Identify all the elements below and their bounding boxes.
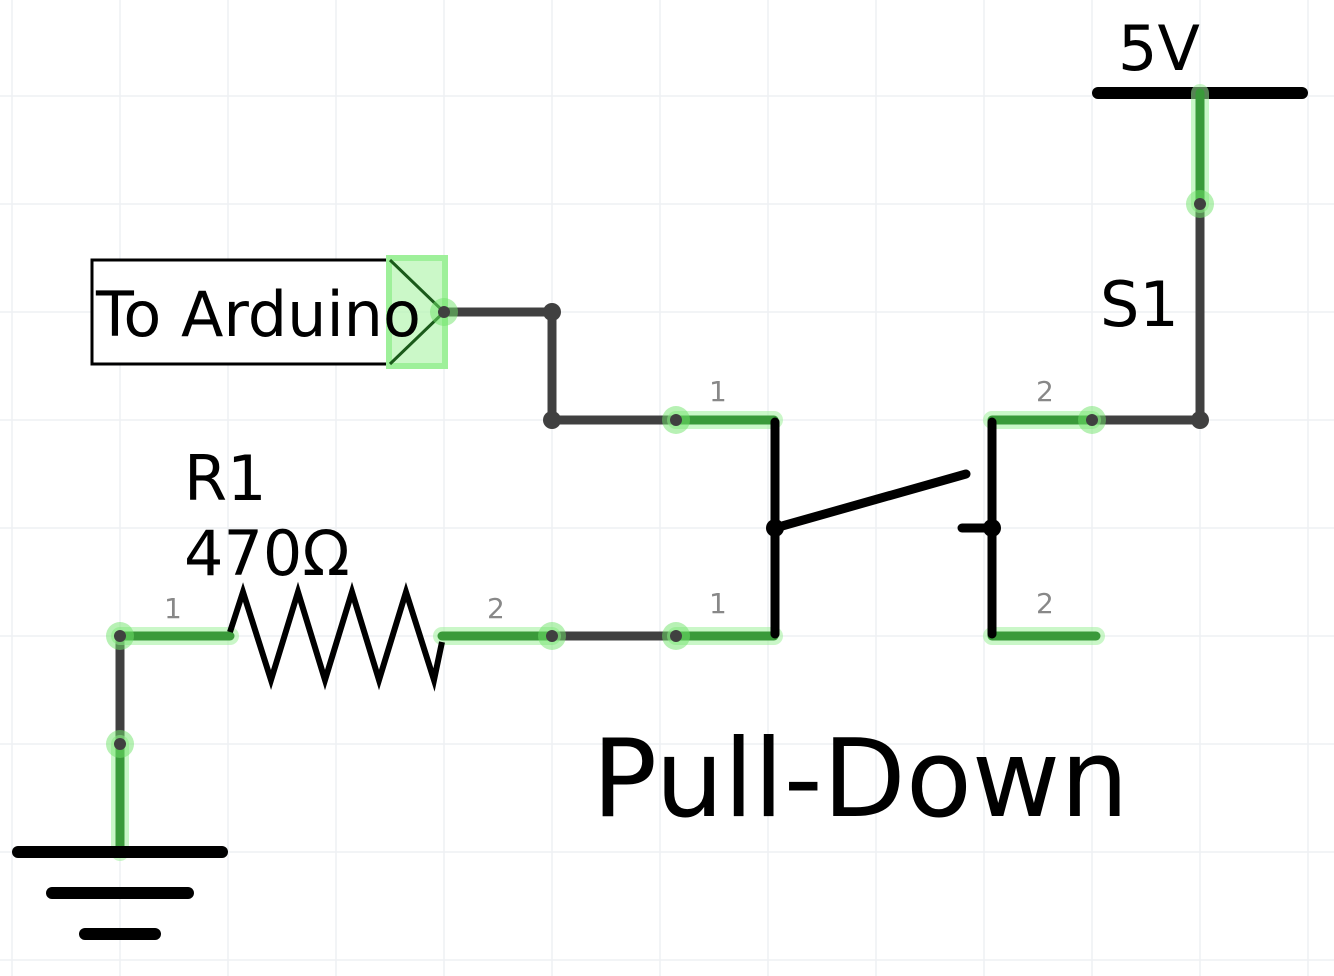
pin-endpoint-dot xyxy=(670,630,682,642)
switch-s1[interactable]: 1 1 2 2 S1 xyxy=(667,268,1179,645)
pin-endpoint-dot xyxy=(1194,198,1206,210)
junction-node[interactable] xyxy=(1191,411,1209,429)
net-label-text: To Arduino xyxy=(95,278,421,351)
net-label-outline xyxy=(90,258,390,366)
net-label-to-arduino[interactable]: To Arduino xyxy=(90,255,448,369)
junction-node[interactable] xyxy=(543,411,561,429)
switch-pin-number: 2 xyxy=(1036,587,1054,620)
resistor-zigzag xyxy=(227,581,445,692)
switch-pin-number: 1 xyxy=(709,375,727,408)
pin-endpoint-dot xyxy=(114,630,126,642)
nodes xyxy=(106,190,1214,758)
pin-endpoint-dot xyxy=(546,630,558,642)
switch-lever xyxy=(770,469,971,533)
resistor-r1[interactable]: 1 2 R1 470Ω xyxy=(111,442,561,692)
ground-symbol[interactable] xyxy=(12,735,228,940)
switch-pivot xyxy=(766,519,784,537)
switch-contact-dot xyxy=(983,519,1001,537)
pin-endpoint-dot xyxy=(1086,414,1098,426)
resistor-pin-number: 1 xyxy=(164,592,182,625)
wire-arduino-to-switch[interactable] xyxy=(439,307,681,425)
switch-ref: S1 xyxy=(1100,268,1179,341)
pin-endpoint-dot xyxy=(114,738,126,750)
diagram-title: Pull-Down xyxy=(592,717,1129,842)
resistor-value: 470Ω xyxy=(184,517,350,590)
power-5v-symbol[interactable]: 5V xyxy=(1092,12,1308,213)
switch-pin-number: 1 xyxy=(709,587,727,620)
pin-endpoint-dot xyxy=(670,414,682,426)
resistor-pin-number: 2 xyxy=(487,592,505,625)
junction-node[interactable] xyxy=(543,303,561,321)
switch-pin-number: 2 xyxy=(1036,375,1054,408)
pin-endpoint-dot xyxy=(438,306,450,318)
resistor-ref: R1 xyxy=(184,442,267,515)
power-label: 5V xyxy=(1118,12,1200,85)
